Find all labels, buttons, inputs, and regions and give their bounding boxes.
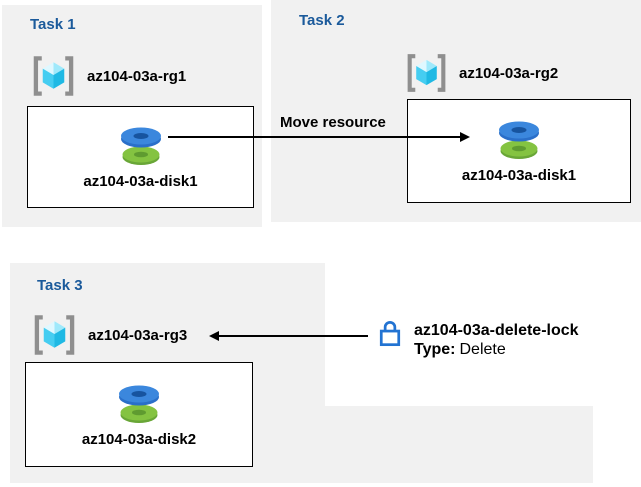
lock-icon-box [371,314,408,352]
disk-name: az104-03a-disk1 [83,173,198,190]
move-arrow-line [168,136,460,138]
panel-task-2: Task 2 az104-03a-rg2 az104-03a-disk1 [271,0,641,222]
task1-resource-group-row: az104-03a-rg1 [31,55,186,97]
lock-type-label: Type: [414,341,456,358]
lock-arrow-line [219,335,368,337]
lock-name: az104-03a-delete-lock [414,322,579,339]
task2-resource-group-row: az104-03a-rg2 [405,53,558,93]
move-arrow-label: Move resource [280,114,386,131]
task2-resource-box: az104-03a-disk1 [407,99,631,203]
disk-icon [120,127,161,165]
task1-title: Task 1 [30,16,76,33]
task2-title: Task 2 [299,12,345,29]
disk-icon [119,385,159,423]
lock-callout-area [325,263,593,406]
task3-resource-group-row: az104-03a-rg3 [32,314,187,356]
lock-icon [379,320,400,346]
resource-group-name: az104-03a-rg1 [87,67,187,85]
task3-title: Task 3 [37,277,83,294]
disk-name: az104-03a-disk1 [461,167,577,184]
lock-arrow [209,331,368,341]
resource-group-name: az104-03a-rg2 [459,64,559,82]
task3-resource-box: az104-03a-disk2 [25,362,253,467]
disk-icon [499,121,539,159]
resource-group-name: az104-03a-rg3 [88,326,188,344]
disk-name: az104-03a-disk2 [81,430,197,448]
resource-group-icon [34,315,75,355]
panel-task-1: Task 1 az104-03a-rg1 az104-03a-disk1 [2,5,262,227]
arrow-head-right-icon [460,132,470,142]
lock-type-value: Delete [459,341,506,358]
arrow-head-left-icon [209,331,219,341]
resource-group-icon [407,54,446,92]
resource-group-icon [33,56,74,96]
lock-type: Type:Delete [414,340,579,359]
task1-resource-box: az104-03a-disk1 [27,106,254,208]
move-arrow [168,132,470,142]
lock-text: az104-03a-delete-lock Type:Delete [414,321,579,359]
